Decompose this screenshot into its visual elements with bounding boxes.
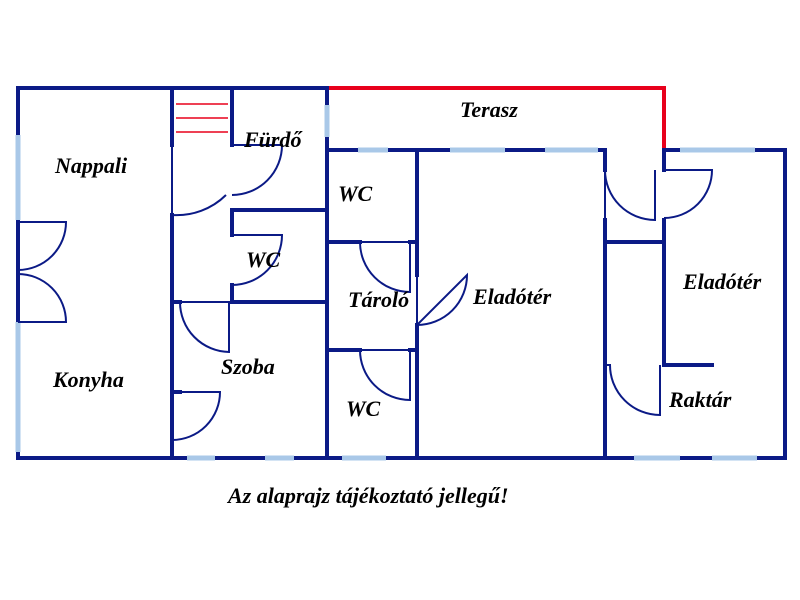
room-label-wc-3: WC (346, 396, 381, 421)
room-label-nappali: Nappali (54, 153, 128, 178)
room-label-tarolo: Tároló (348, 287, 409, 312)
room-label-terasz: Terasz (460, 97, 518, 122)
terrace-outline (327, 86, 666, 150)
disclaimer-note: Az alaprajz tájékoztató jellegű! (226, 483, 509, 508)
room-label-eladoter-2: Eladótér (682, 269, 762, 294)
room-label-raktar: Raktár (668, 387, 732, 412)
room-label-konyha: Konyha (52, 367, 124, 392)
stairs (176, 103, 228, 133)
room-label-wc-2: WC (246, 247, 281, 272)
room-label-szoba: Szoba (221, 354, 275, 379)
room-label-furdo: Fürdő (243, 127, 303, 152)
windows (15, 105, 757, 461)
room-label-wc-1: WC (338, 181, 373, 206)
doors (17, 144, 714, 441)
room-labels: Nappali Fürdő Terasz WC WC Tároló Eladót… (52, 97, 762, 421)
room-label-eladoter-1: Eladótér (472, 284, 552, 309)
